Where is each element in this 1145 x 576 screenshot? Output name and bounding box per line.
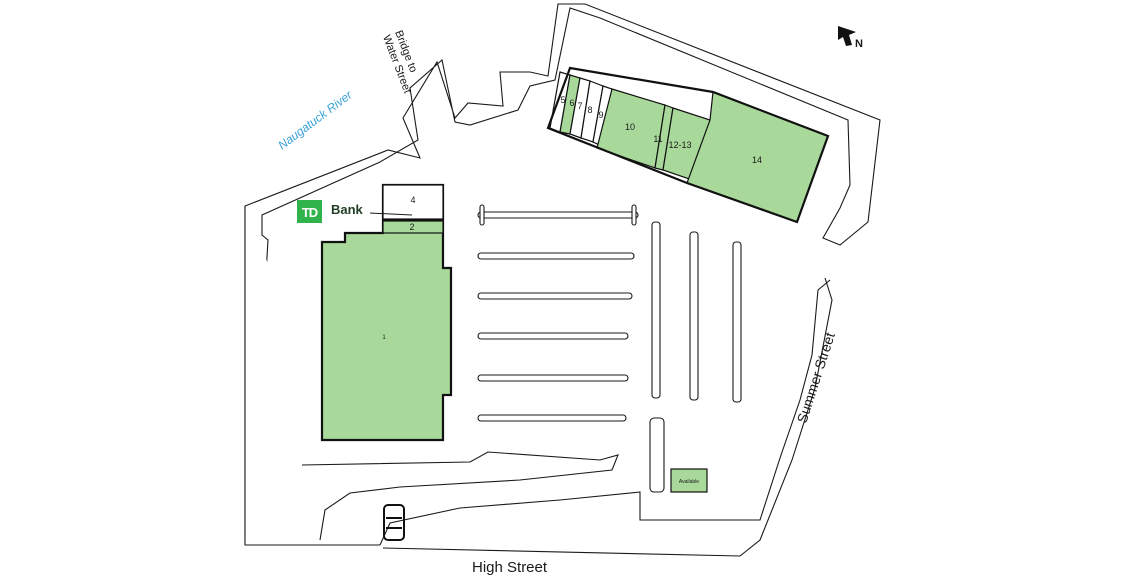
east-strip (546, 66, 830, 224)
parking-island (477, 332, 629, 340)
unit-9-label: 9 (598, 110, 603, 120)
unit-7-label: 7 (577, 101, 582, 111)
unit-1[interactable] (321, 219, 452, 441)
td-bank-logo: TD (297, 200, 322, 223)
unit-5-label: 5 (560, 95, 565, 105)
td-logo-text: TD (302, 205, 318, 220)
unit-12-13-label: 12-13 (668, 140, 691, 150)
parking-island (477, 292, 633, 300)
parking-island (477, 374, 629, 382)
unit-2[interactable] (382, 220, 444, 234)
pad-label: Available (679, 479, 699, 485)
summer-street-label: Summer Street (794, 330, 838, 425)
parking-island (477, 252, 635, 260)
north-arrow-icon (838, 26, 856, 46)
tenant-name: Bank (331, 202, 364, 217)
east-strip-outline (546, 66, 830, 224)
unit-14-label: 14 (752, 155, 762, 165)
unit-6-label: 6 (569, 98, 574, 108)
parking-edge-west (244, 206, 380, 546)
parking-islands (477, 204, 742, 493)
unit-8-label: 8 (587, 105, 592, 115)
high-street-label: High Street (472, 559, 548, 576)
unit-2-label: 2 (409, 222, 414, 232)
unit-10-label: 10 (625, 122, 635, 132)
property-boundary (244, 3, 881, 543)
parking-edge-southeast (382, 277, 833, 557)
parking-island (689, 231, 699, 401)
naugatuck-river-label: Naugatuck River (275, 87, 355, 152)
parking-island (477, 211, 639, 219)
parking-edge-south (379, 279, 831, 546)
parking-island (479, 204, 485, 226)
parking-island (732, 241, 742, 403)
unit-4[interactable] (382, 184, 444, 220)
parking-island (631, 204, 637, 226)
entrance-curb (301, 451, 619, 541)
parking-island (649, 417, 665, 493)
bench-icon (383, 504, 405, 541)
unit-1-label: 1 (382, 335, 386, 341)
bank-leader-line (369, 212, 413, 216)
north-label: N (855, 38, 863, 50)
unit-11-label: 11 (653, 134, 662, 144)
parking-island (477, 414, 627, 422)
unit-4-label: 4 (410, 195, 415, 205)
parking-island (651, 221, 661, 399)
pad-available[interactable] (670, 468, 708, 493)
main-building-outline (320, 183, 453, 442)
